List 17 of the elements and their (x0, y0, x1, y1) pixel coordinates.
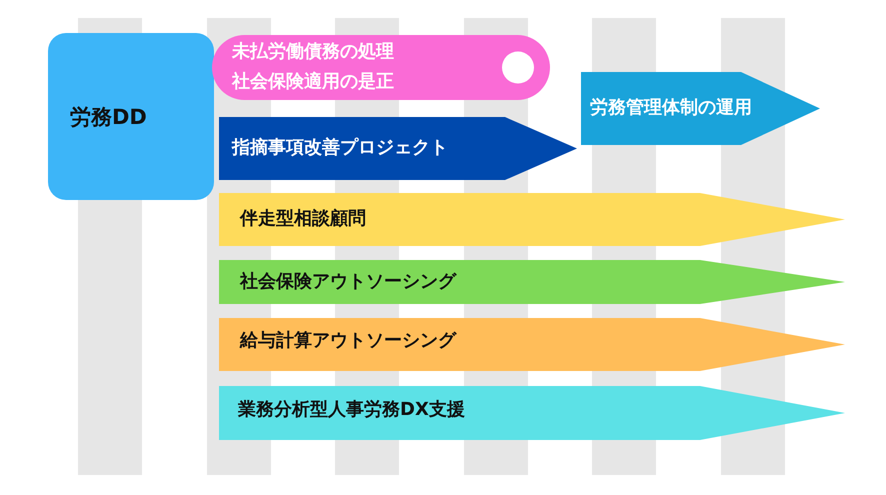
node-label: 給与計算アウトソーシング (240, 332, 456, 350)
arrow-banner (219, 260, 845, 304)
arrow-banner (581, 72, 820, 145)
node-label: 労務管理体制の運用 (590, 99, 752, 117)
arrow-banner (219, 193, 845, 246)
node-label: 社会保険適用の是正 (232, 73, 394, 91)
node-label: 労務DD (70, 107, 147, 128)
node-label: 指摘事項改善プロジェクト (232, 139, 448, 157)
pill-box (212, 35, 550, 100)
arrow-banner (219, 318, 845, 371)
node-label: 社会保険アウトソーシング (240, 273, 456, 291)
arrow-banner (219, 386, 845, 440)
rounded-box (48, 33, 214, 200)
node-label: 伴走型相談顧問 (240, 210, 366, 228)
node-label: 業務分析型人事労務DX支援 (238, 401, 465, 419)
arrow-banner (219, 117, 577, 180)
node-label: 未払労働債務の処理 (232, 43, 394, 61)
